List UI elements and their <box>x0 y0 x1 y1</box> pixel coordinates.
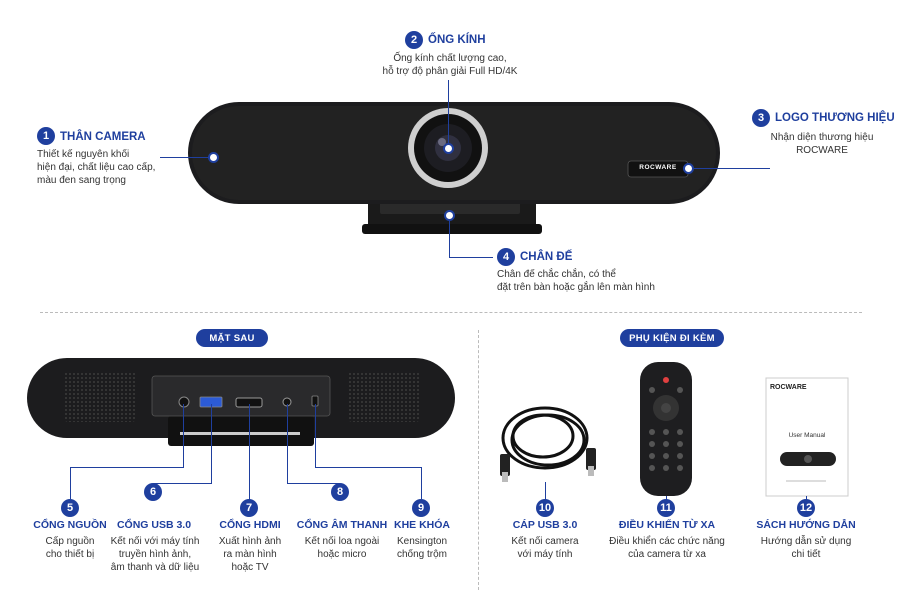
callout-number-6: 6 <box>144 483 162 501</box>
callout-number-9: 9 <box>412 499 430 517</box>
callout-number-5: 5 <box>61 499 79 517</box>
callout-title-8: CỔNG ÂM THANH <box>296 519 388 531</box>
leader-line-9c <box>421 467 422 499</box>
callout-title-6: CỔNG USB 3.0 <box>116 519 192 531</box>
callout-desc-2: Ống kính chất lượng cao,hỗ trợ độ phân g… <box>382 53 518 77</box>
callout-number-11: 11 <box>657 499 675 517</box>
section-label-accessories: PHỤ KIỆN ĐI KÈM <box>620 329 724 347</box>
callout-title-3: LOGO THƯƠNG HIỆU <box>775 112 895 124</box>
leader-line-9b <box>315 467 421 468</box>
leader-dot-2 <box>443 143 454 154</box>
leader-dot-3 <box>683 163 694 174</box>
leader-dot-4 <box>444 210 455 221</box>
callout-number-3: 3 <box>752 109 770 127</box>
vertical-divider <box>478 330 479 590</box>
leader-line-6 <box>211 404 212 484</box>
callout-title-11: ĐIỀU KHIỂN TỪ XA <box>618 519 716 531</box>
leader-line-4b <box>449 257 493 258</box>
callout-title-9: KHE KHÓA <box>393 519 450 531</box>
leader-line-8b <box>287 483 340 484</box>
callout-number-8: 8 <box>331 483 349 501</box>
leader-line-7 <box>249 404 250 500</box>
leader-line-10 <box>545 482 546 500</box>
callout-title-7: CỔNG HDMI <box>219 519 281 531</box>
callout-title-2: ỐNG KÍNH <box>428 34 486 46</box>
section-label-back: MẶT SAU <box>196 329 268 347</box>
callout-number-1: 1 <box>37 127 55 145</box>
callout-number-2: 2 <box>405 31 423 49</box>
brand-badge-text: ROCWARE <box>639 164 677 171</box>
manual-title: User Manual <box>788 432 826 439</box>
callout-title-4: CHÂN ĐẾ <box>520 251 573 263</box>
callout-number-10: 10 <box>536 499 554 517</box>
leader-line-3 <box>688 168 770 169</box>
leader-line-5c <box>70 467 71 499</box>
callout-title-10: CÁP USB 3.0 <box>512 519 578 531</box>
callout-title-1: THÂN CAMERA <box>60 131 146 143</box>
callout-title-5: CỔNG NGUỒN <box>33 519 107 531</box>
leader-dot-1 <box>208 152 219 163</box>
callout-number-4: 4 <box>497 248 515 266</box>
leader-line-1 <box>160 157 214 158</box>
leader-line-4a <box>449 216 450 258</box>
horizontal-divider <box>40 312 862 313</box>
leader-line-12 <box>806 496 807 500</box>
leader-line-9 <box>315 404 316 468</box>
callout-number-12: 12 <box>797 499 815 517</box>
leader-line-5 <box>183 404 184 468</box>
leader-line-11 <box>666 496 667 500</box>
leader-line-6b <box>153 483 212 484</box>
manual-brand: ROCWARE <box>770 384 807 391</box>
callout-title-12: SÁCH HƯỚNG DẪN <box>756 519 856 531</box>
callout-number-7: 7 <box>240 499 258 517</box>
leader-line-2 <box>448 80 449 146</box>
leader-line-8 <box>287 404 288 484</box>
leader-line-5b <box>70 467 184 468</box>
